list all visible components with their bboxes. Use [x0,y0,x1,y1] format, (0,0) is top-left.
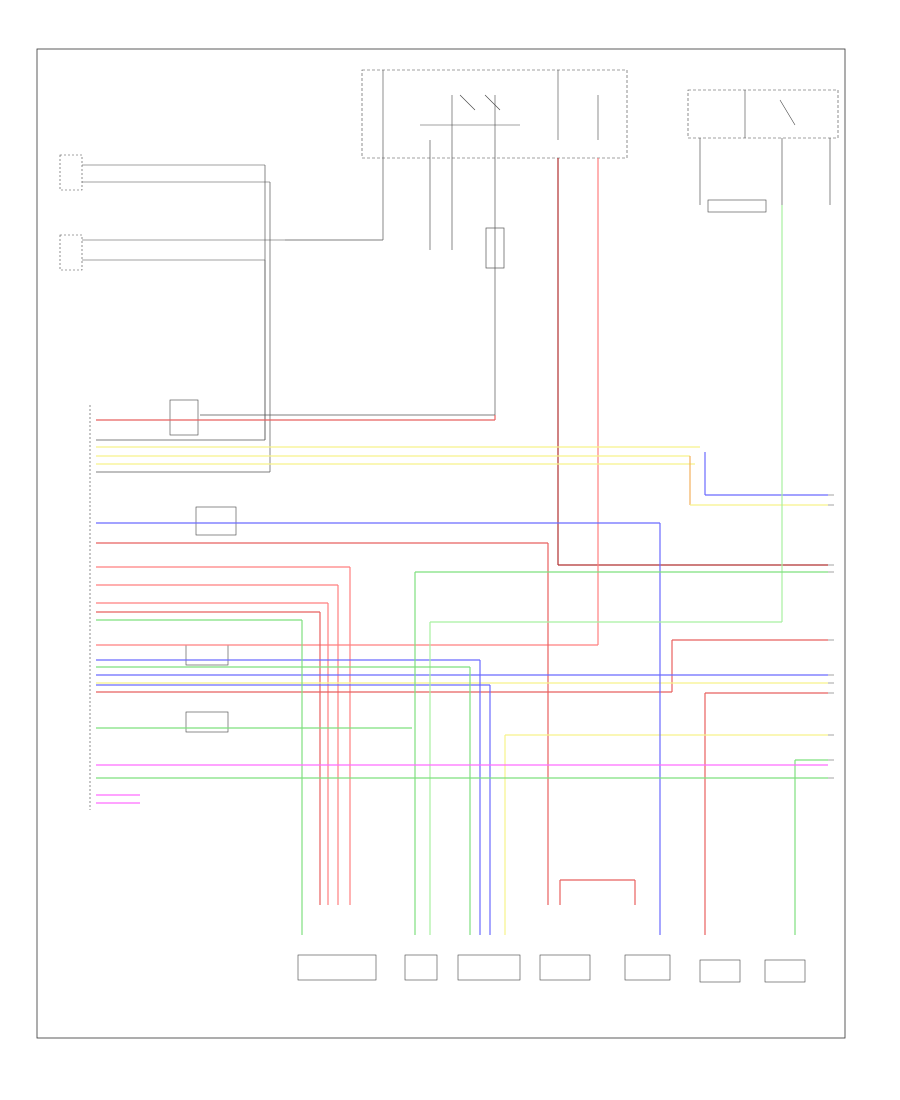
diagram-frame [36,48,846,1039]
right-edge-terminals [828,494,834,779]
green-wires [96,205,828,935]
violet-wires [96,764,828,804]
top-right-module [687,89,839,213]
blue-wires [96,452,828,935]
left-switches [59,154,285,271]
ecm-connector [89,399,237,810]
red-wires [96,158,828,935]
bottom-components [297,954,806,983]
black-wires [96,138,831,473]
fuse-relay-box [361,69,628,159]
yellow-wires [96,446,828,935]
